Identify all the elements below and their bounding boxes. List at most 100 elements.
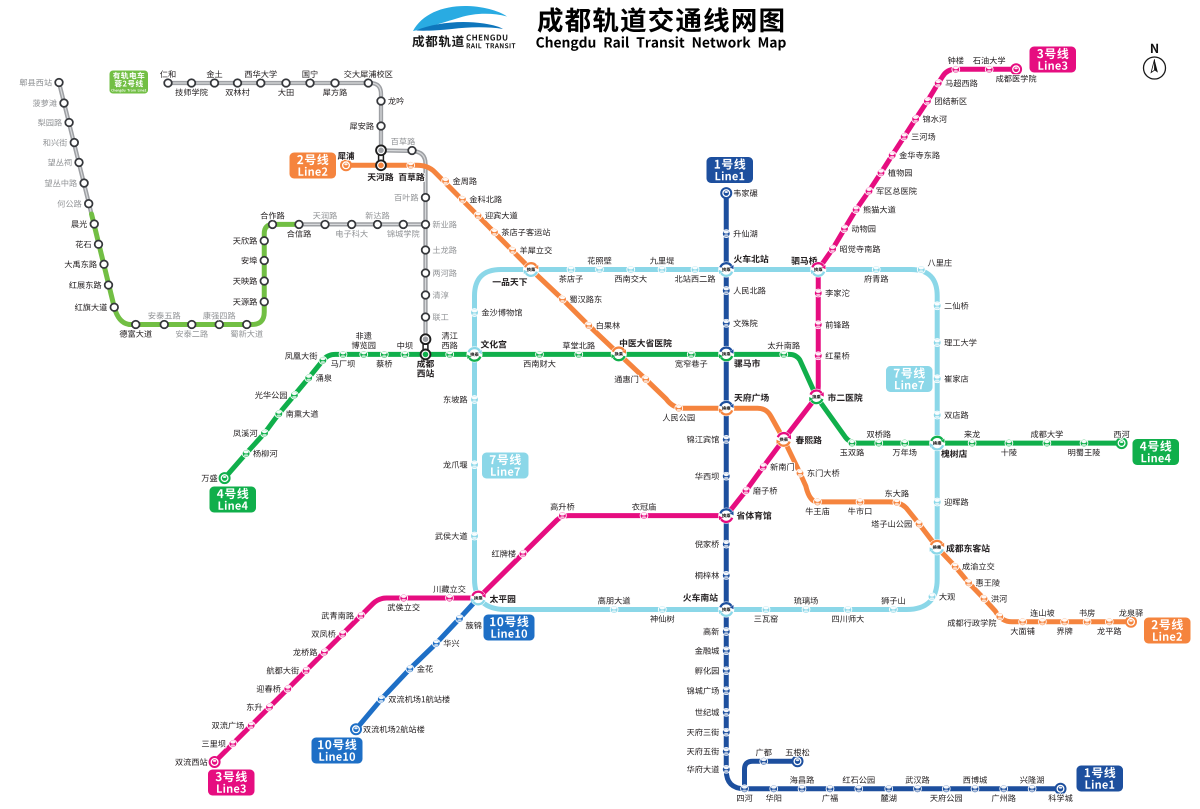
station-label[interactable] bbox=[46, 157, 73, 168]
station-marker[interactable] bbox=[363, 78, 373, 88]
station-label[interactable] bbox=[694, 707, 721, 718]
station-marker[interactable] bbox=[470, 308, 479, 317]
station-label[interactable] bbox=[224, 87, 251, 98]
text[interactable] bbox=[732, 228, 759, 239]
text[interactable] bbox=[70, 219, 89, 229]
text[interactable] bbox=[215, 770, 247, 783]
station-label[interactable] bbox=[232, 235, 259, 246]
station-label[interactable] bbox=[824, 350, 851, 361]
text[interactable] bbox=[537, 7, 784, 33]
text[interactable] bbox=[442, 638, 461, 649]
station-marker-terminus[interactable] bbox=[1010, 63, 1023, 76]
station-label[interactable] bbox=[613, 273, 648, 284]
station-label[interactable] bbox=[674, 358, 709, 369]
text[interactable] bbox=[764, 793, 783, 803]
text[interactable] bbox=[733, 358, 762, 369]
text[interactable] bbox=[722, 406, 731, 411]
station-label[interactable] bbox=[693, 645, 721, 656]
station-label[interactable] bbox=[933, 96, 968, 106]
station-label[interactable] bbox=[320, 610, 355, 621]
station-marker[interactable] bbox=[779, 350, 789, 359]
text[interactable] bbox=[732, 253, 770, 265]
station-marker-terminus[interactable] bbox=[1125, 615, 1137, 628]
station-marker[interactable] bbox=[376, 121, 386, 131]
text[interactable] bbox=[826, 392, 864, 403]
map-title[interactable] bbox=[537, 7, 784, 33]
station-label[interactable] bbox=[431, 312, 450, 322]
station-marker[interactable] bbox=[721, 539, 731, 549]
station-marker[interactable] bbox=[721, 229, 731, 238]
station-label[interactable] bbox=[752, 485, 779, 496]
text[interactable] bbox=[880, 595, 906, 606]
station-marker[interactable] bbox=[871, 265, 881, 274]
station-label[interactable] bbox=[824, 319, 851, 330]
line-badge-line2[interactable] bbox=[1144, 617, 1191, 644]
station-marker[interactable] bbox=[109, 302, 119, 312]
text[interactable] bbox=[442, 459, 469, 470]
text[interactable] bbox=[674, 358, 709, 369]
station-marker[interactable] bbox=[407, 145, 417, 156]
text[interactable] bbox=[480, 307, 523, 318]
text[interactable] bbox=[895, 380, 924, 390]
station-label[interactable] bbox=[558, 274, 584, 284]
station-label[interactable] bbox=[451, 176, 478, 186]
station-marker[interactable] bbox=[376, 694, 386, 704]
text[interactable] bbox=[752, 485, 779, 496]
text[interactable] bbox=[320, 610, 355, 621]
station-label[interactable] bbox=[432, 584, 467, 594]
text[interactable] bbox=[938, 591, 957, 602]
text[interactable] bbox=[1029, 429, 1064, 440]
station-label[interactable] bbox=[350, 330, 377, 351]
text[interactable] bbox=[1047, 793, 1074, 803]
text[interactable] bbox=[733, 392, 770, 403]
text[interactable] bbox=[943, 373, 970, 384]
text[interactable] bbox=[174, 757, 209, 767]
text[interactable] bbox=[847, 506, 873, 516]
station-marker[interactable] bbox=[876, 168, 886, 178]
station-marker[interactable] bbox=[864, 186, 874, 196]
station-label[interactable] bbox=[682, 592, 719, 603]
line-badge-line4[interactable] bbox=[1132, 439, 1180, 465]
station-marker[interactable] bbox=[259, 297, 269, 307]
station-label[interactable] bbox=[330, 359, 356, 369]
text[interactable] bbox=[159, 69, 177, 79]
station-label[interactable] bbox=[240, 255, 259, 266]
station-label[interactable] bbox=[1047, 793, 1074, 803]
station-label[interactable] bbox=[200, 739, 227, 749]
station-marker[interactable] bbox=[320, 647, 329, 657]
text[interactable] bbox=[490, 548, 517, 559]
station-label[interactable] bbox=[265, 665, 300, 676]
station-label[interactable] bbox=[735, 510, 773, 521]
text[interactable] bbox=[806, 468, 841, 478]
station-label[interactable] bbox=[343, 69, 394, 79]
station-label[interactable] bbox=[1117, 608, 1145, 618]
station-marker-terminus[interactable] bbox=[340, 159, 352, 172]
station-label[interactable] bbox=[732, 318, 759, 329]
text[interactable] bbox=[350, 340, 377, 351]
station-marker[interactable] bbox=[657, 605, 667, 614]
station-label[interactable] bbox=[366, 171, 395, 183]
station-marker[interactable] bbox=[964, 578, 973, 588]
text[interactable] bbox=[732, 188, 759, 198]
station-label[interactable] bbox=[286, 228, 313, 239]
station-marker[interactable] bbox=[813, 497, 822, 507]
text[interactable] bbox=[863, 273, 890, 284]
station-label[interactable] bbox=[685, 764, 721, 775]
text[interactable] bbox=[1151, 618, 1183, 631]
station-marker[interactable] bbox=[584, 321, 594, 330]
text[interactable] bbox=[491, 466, 520, 476]
text[interactable] bbox=[839, 244, 882, 254]
station-label[interactable] bbox=[434, 531, 469, 541]
line-badge-line10[interactable] bbox=[483, 614, 535, 641]
text[interactable] bbox=[200, 739, 227, 749]
station-label[interactable] bbox=[1000, 447, 1018, 458]
station-marker[interactable] bbox=[916, 265, 926, 274]
station-label[interactable] bbox=[210, 720, 245, 731]
text[interactable] bbox=[224, 87, 251, 98]
station-label[interactable] bbox=[232, 296, 259, 307]
text[interactable] bbox=[335, 228, 369, 239]
line-badge-line4[interactable] bbox=[209, 486, 257, 513]
station-marker[interactable] bbox=[1042, 438, 1052, 448]
text[interactable] bbox=[735, 510, 773, 521]
text[interactable] bbox=[245, 702, 264, 712]
